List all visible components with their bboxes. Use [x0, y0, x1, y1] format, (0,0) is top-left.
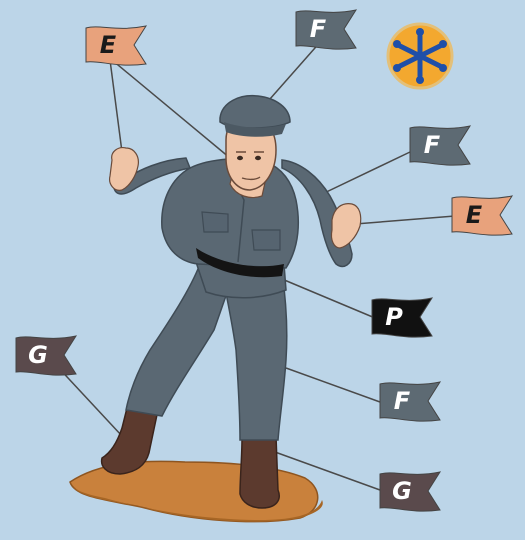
flag-letter: E	[466, 201, 483, 229]
flag-f-6: F	[380, 382, 440, 421]
flag-letter: P	[385, 303, 403, 331]
flag-e-3: E	[452, 196, 512, 235]
leader-line-f-trousers	[286, 368, 380, 402]
right-open-hand	[331, 204, 360, 248]
flag-f-2: F	[410, 126, 470, 165]
leader-line-e-hand	[110, 60, 122, 152]
right-boot	[240, 436, 279, 508]
leader-line-f-sleeve	[318, 152, 410, 196]
flag-letter: E	[100, 31, 117, 59]
chest-pocket-right	[252, 230, 280, 250]
flag-e-0: E	[86, 26, 146, 65]
flag-letter: F	[394, 387, 411, 415]
flag-letter: F	[424, 131, 441, 159]
flag-letter: F	[310, 15, 327, 43]
flag-f-1: F	[296, 10, 356, 49]
flag-p-4: P	[372, 298, 432, 337]
leader-line-e-palm	[355, 216, 455, 224]
flag-letter: G	[28, 341, 48, 369]
flag-letter: G	[392, 477, 412, 505]
flag-g-7: G	[380, 472, 440, 511]
cap	[220, 96, 290, 128]
leader-line-f-cap	[262, 40, 322, 108]
leader-line-e-face	[112, 60, 230, 158]
trousers	[126, 262, 287, 440]
asterisk-badge-icon	[388, 24, 452, 88]
chest-pocket-left	[202, 212, 228, 232]
flag-g-5: G	[16, 336, 76, 375]
